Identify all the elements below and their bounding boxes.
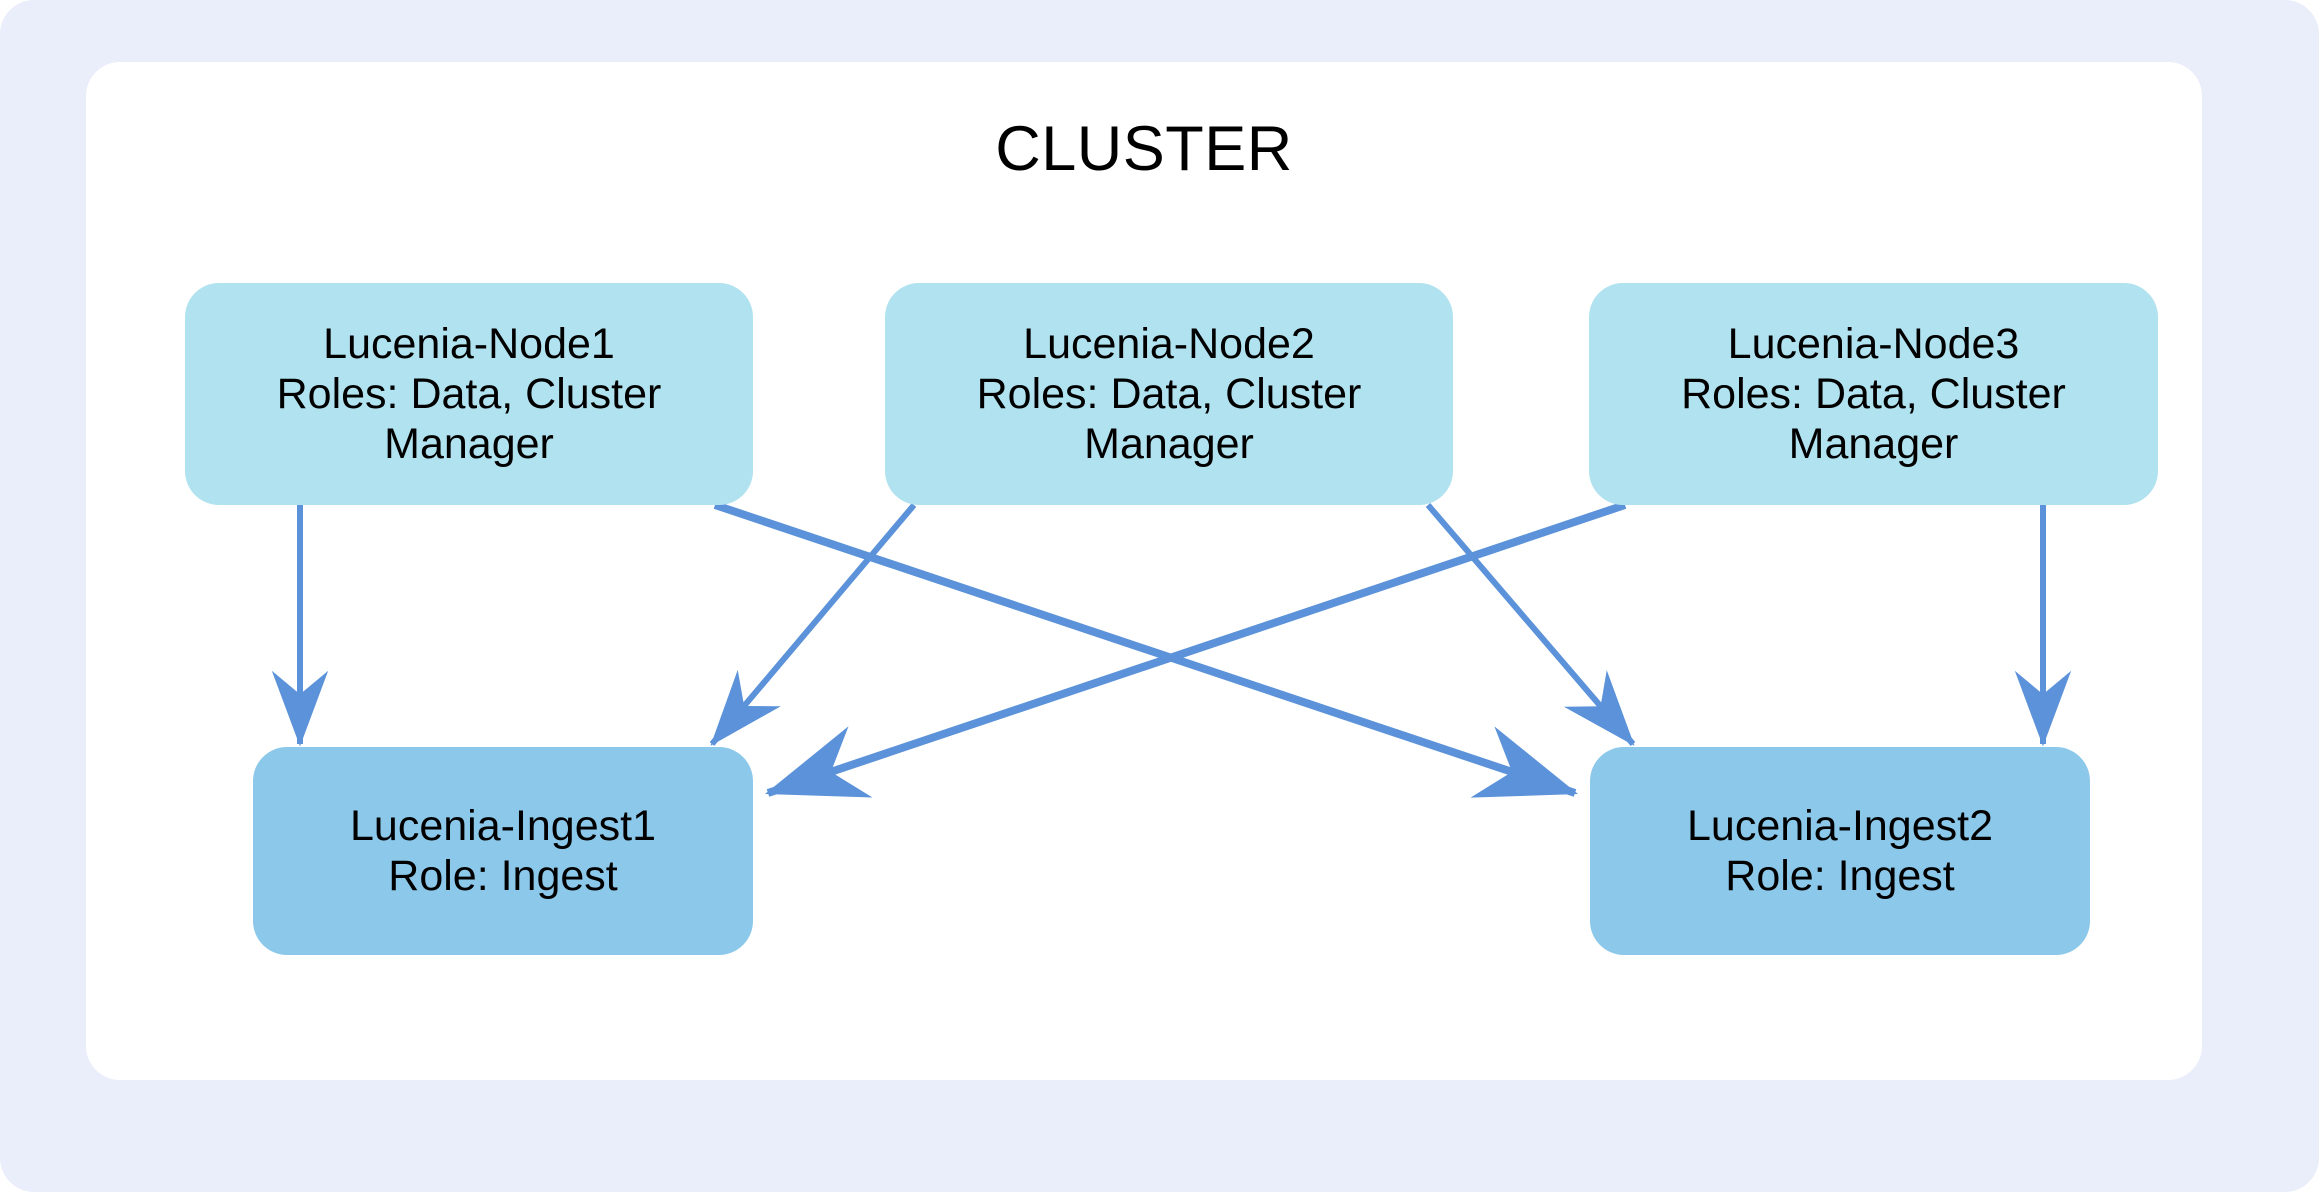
node-lucenia-ingest2-label: Lucenia-Ingest2 Role: Ingest bbox=[1687, 801, 1993, 900]
node-lucenia-node1-label: Lucenia-Node1 Roles: Data, Cluster Manag… bbox=[276, 319, 662, 469]
node-lucenia-ingest1-label: Lucenia-Ingest1 Role: Ingest bbox=[350, 801, 656, 900]
node-lucenia-node3-label: Lucenia-Node3 Roles: Data, Cluster Manag… bbox=[1681, 319, 2066, 469]
page-title: CLUSTER bbox=[995, 114, 1293, 184]
node-lucenia-node1[interactable]: Lucenia-Node1 Roles: Data, Cluster Manag… bbox=[185, 283, 753, 505]
node-lucenia-ingest2[interactable]: Lucenia-Ingest2 Role: Ingest bbox=[1590, 747, 2090, 955]
node-lucenia-node2[interactable]: Lucenia-Node2 Roles: Data, Cluster Manag… bbox=[885, 283, 1453, 505]
node-lucenia-node2-label: Lucenia-Node2 Roles: Data, Cluster Manag… bbox=[976, 319, 1362, 469]
node-lucenia-node3[interactable]: Lucenia-Node3 Roles: Data, Cluster Manag… bbox=[1589, 283, 2158, 505]
node-lucenia-ingest1[interactable]: Lucenia-Ingest1 Role: Ingest bbox=[253, 747, 753, 955]
